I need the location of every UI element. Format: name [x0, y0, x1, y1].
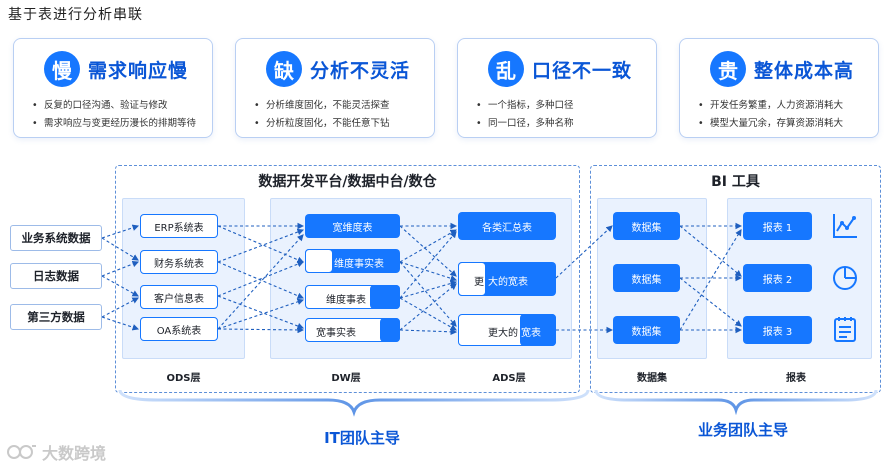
bullet: 反复的口径沟通、验证与修改: [32, 97, 206, 115]
ads-node-widest-label-b: 宽表: [521, 328, 541, 339]
ods-node-oa: OA系统表: [140, 317, 218, 341]
ods-node-finance: 财务系统表: [140, 250, 218, 274]
brand-logo-icon: [7, 445, 36, 459]
ads-node-wider-label-a: 更: [474, 277, 484, 288]
business-team-label: 业务团队主导: [697, 421, 788, 439]
bullet: 模型大量冗余，存算资源消耗大: [698, 115, 872, 133]
dw-node-dim-event-label: 维度事表: [326, 295, 366, 306]
report-doc-icon: [834, 317, 856, 342]
dataset-layer-label: 数据集: [637, 373, 667, 384]
bullet: 需求响应与变更经历漫长的排期等待: [32, 115, 206, 133]
dw-node-dim-fact-label: 维度事实表: [334, 259, 384, 270]
dw-node-wide-fact-label: 宽事实表: [316, 328, 356, 339]
source-log-data: 日志数据: [10, 263, 102, 289]
dw-node-dim-event-fill: [370, 285, 400, 309]
ads-layer-label: ADS层: [492, 373, 526, 384]
team-braces: [118, 389, 878, 417]
bullet: 分析粒度固化，不能任意下钻: [254, 115, 428, 133]
ads-node-widest-fill: [520, 314, 556, 346]
page-title: 基于表进行分析串联: [8, 7, 143, 23]
report-layer-label: 报表: [786, 373, 806, 384]
ods-node-customer: 客户信息表: [140, 285, 218, 309]
dw-node-wide-dimension: 宽维度表: [305, 214, 400, 238]
ads-node-summary: 各类汇总表: [458, 212, 556, 240]
ods-node-erp: ERP系统表: [140, 214, 218, 238]
dataset-node-1: 数据集: [613, 212, 680, 240]
dataset-node-2: 数据集: [613, 264, 680, 292]
ads-node-wider-label-b: 大的宽表: [488, 277, 528, 288]
ads-node-widest-label-a: 更大的: [488, 328, 518, 339]
bullet: 同一口径，多种名称: [476, 115, 650, 133]
report-node-3: 报表 3: [743, 316, 812, 344]
dw-layer-label: DW层: [331, 373, 361, 384]
ads-node-wider-inset: [458, 262, 486, 296]
bullet: 开发任务繁重，人力资源消耗大: [698, 97, 872, 115]
platform-title: 数据开发平台/数据中台/数仓: [258, 174, 437, 190]
it-team-label: IT团队主导: [324, 429, 400, 447]
line-chart-icon: [833, 214, 857, 238]
report-node-1: 报表 1: [743, 212, 812, 240]
badge-icon: 缺: [265, 51, 302, 87]
report-node-2: 报表 2: [743, 264, 812, 292]
dw-node-wide-fact-fill: [380, 318, 400, 342]
dataset-node-3: 数据集: [613, 316, 680, 344]
card-title: 分析不灵活: [309, 59, 410, 82]
pie-chart-icon: [833, 266, 857, 290]
bi-region: [590, 165, 881, 393]
bi-title: BI 工具: [711, 174, 760, 190]
watermark-logo: 大数跨境: [6, 440, 106, 464]
bullet: 一个指标，多种口径: [476, 97, 650, 115]
bullet: 分析维度固化，不能灵活探查: [254, 97, 428, 115]
badge-icon: 贵: [709, 51, 746, 87]
source-business-system: 业务系统数据: [10, 225, 102, 251]
dw-node-dim-fact-inset: [305, 249, 333, 273]
card-title: 需求响应慢: [87, 59, 188, 82]
card-title: 口径不一致: [531, 59, 632, 82]
badge-icon: 慢: [43, 51, 80, 87]
ods-layer-label: ODS层: [166, 373, 201, 384]
source-third-party: 第三方数据: [10, 304, 102, 330]
card-title: 整体成本高: [753, 59, 854, 82]
brand-name: 大数跨境: [42, 444, 107, 463]
platform-region: [115, 165, 580, 393]
badge-icon: 乱: [487, 51, 524, 87]
